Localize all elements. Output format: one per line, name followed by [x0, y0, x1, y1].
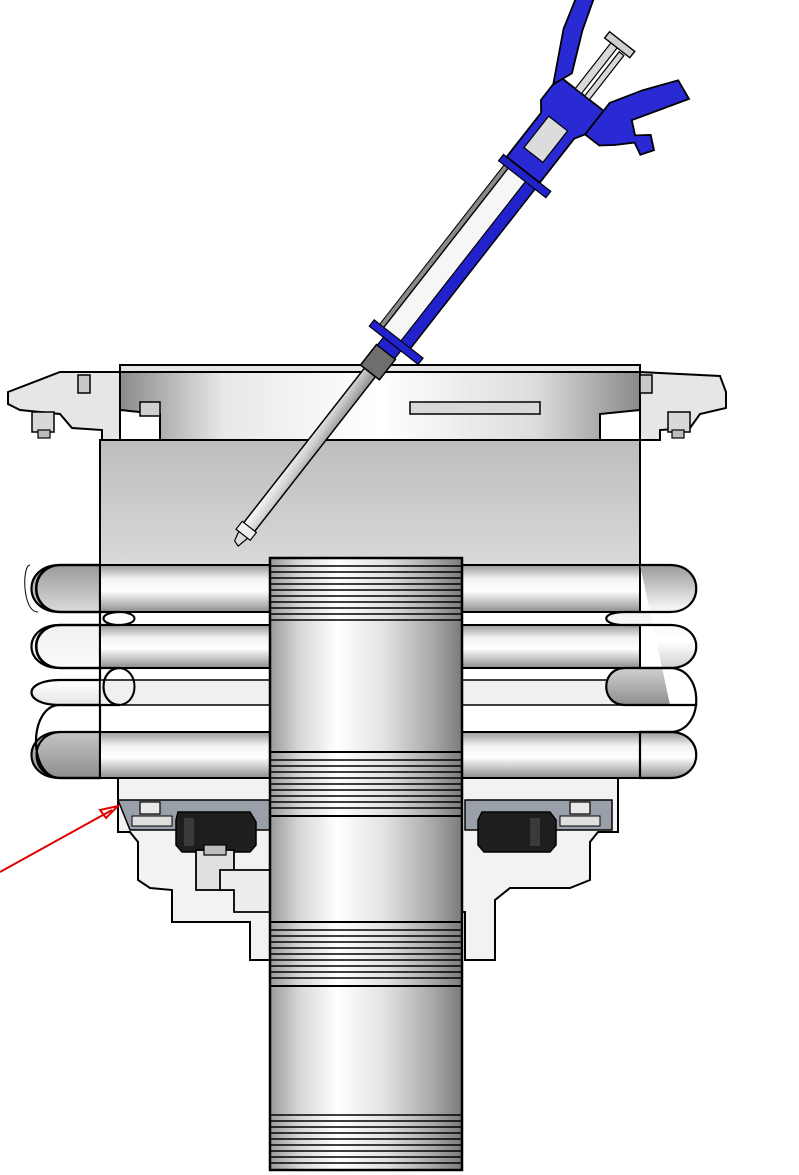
- pipe-thread-lower: [270, 929, 462, 979]
- side-outlet: [195, 844, 271, 913]
- drain-body: [99, 439, 641, 566]
- caulking-gun-icon: [233, 0, 691, 547]
- pipe-thread-top: [270, 565, 462, 621]
- pipe-thread-middle: [270, 759, 462, 809]
- central-pipe: [268, 556, 464, 1172]
- bellows-right: [459, 563, 698, 780]
- drain-flange: [7, 364, 727, 441]
- pipe-thread-bottom: [270, 1114, 462, 1164]
- bellows-left-outer: [34, 563, 121, 780]
- pointer-arrow: [0, 804, 122, 873]
- seal-right: [477, 811, 557, 853]
- seal-left: [175, 811, 257, 853]
- bellows-left: [24, 563, 271, 780]
